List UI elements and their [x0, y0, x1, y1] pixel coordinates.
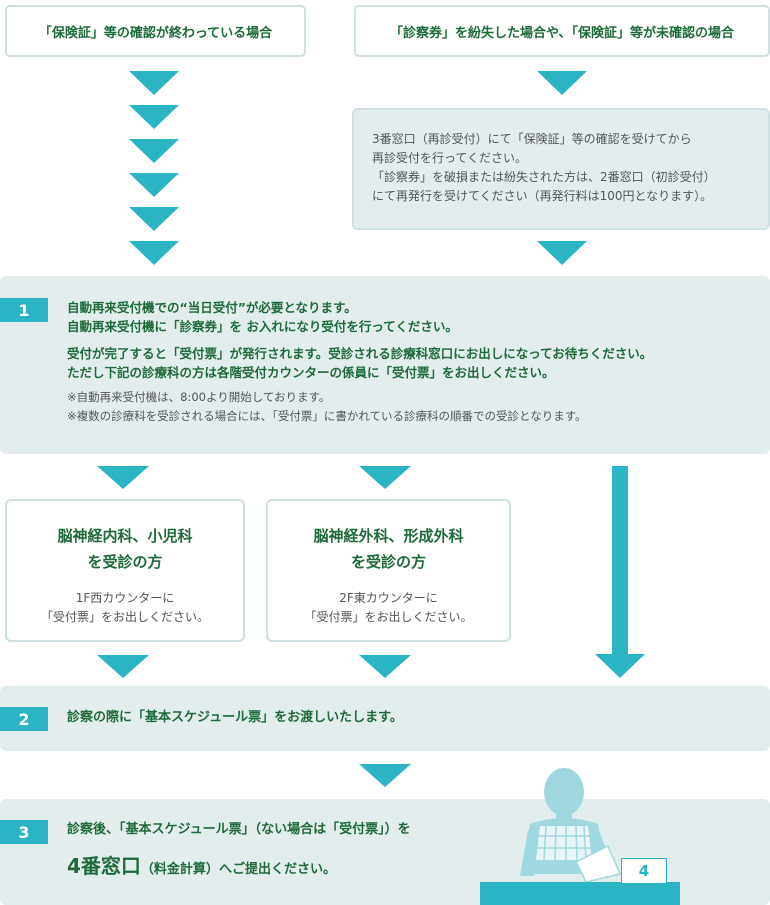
- step1-line: 自動再来受付機での“当日受付”が必要となります。: [67, 300, 357, 315]
- step1-note: ※複数の診療科を受診される場合には、「受付票」に書かれている診療科の順番での受診…: [67, 409, 587, 423]
- dept-right-title: 脳神経外科、形成外科: [313, 527, 464, 545]
- arrow-down-icon: [129, 207, 179, 231]
- dept-box-left: 脳神経内科、小児科 を受診の方 1F西カウンターに 「受付票」をお出しください。: [5, 499, 245, 642]
- counter-number: 4: [638, 862, 650, 880]
- arrow-down-icon: [129, 71, 179, 95]
- dept-left-sub: 1F西カウンターに: [75, 591, 175, 605]
- dept-right-title-2: を受診の方: [350, 553, 426, 571]
- receptionist-illustration: [480, 768, 680, 905]
- reissue-info-box: 3番窓口（再診受付）にて「保険証」等の確認を受けてから 再診受付を行ってください…: [352, 108, 770, 230]
- dept-right-sub: 2F東カウンターに: [339, 591, 438, 605]
- arrow-down-icon: [129, 173, 179, 197]
- dept-right-sub-2: 「受付票」をお出しください。: [304, 610, 473, 624]
- dept-box-right: 脳神経外科、形成外科 を受診の方 2F東カウンターに 「受付票」をお出しください…: [266, 499, 511, 642]
- reissue-line: 「診察券」を破損または紛失された方は、2番窓口（初診受付）: [372, 170, 716, 184]
- dept-left-sub-2: 「受付票」をお出しください。: [40, 610, 209, 624]
- condition-confirmed-box: 「保険証」等の確認が終わっている場合: [5, 5, 306, 57]
- step1-line: 受付が完了すると「受付票」が発行されます。受診される診療科窓口にお出しになってお…: [67, 346, 653, 361]
- arrow-down-icon: [129, 105, 179, 129]
- reissue-line: 3番窓口（再診受付）にて「保険証」等の確認を受けてから: [372, 132, 692, 146]
- step2-number: 2: [0, 707, 48, 731]
- step1-note: ※自動再来受付機は、8:00より開始しております。: [67, 390, 331, 404]
- arrow-down-icon: [537, 241, 587, 265]
- arrow-down-icon: [129, 241, 179, 265]
- reissue-line: 再診受付を行ってください。: [372, 151, 528, 165]
- arrow-down-icon: [359, 655, 411, 678]
- step1-line: 自動再来受付機に「診察券」を お入れになり受付を行ってください。: [67, 319, 458, 334]
- arrow-down-icon: [97, 466, 149, 489]
- arrow-down-icon: [359, 764, 411, 787]
- arrow-down-icon: [595, 654, 645, 678]
- condition-lost-box: 「診察券」を紛失した場合や、「保険証」等が未確認の場合: [354, 5, 770, 57]
- step2-text: 診察の際に「基本スケジュール票」をお渡しいたします。: [67, 710, 403, 725]
- arrow-down-icon: [537, 71, 587, 95]
- step1-number: 1: [0, 298, 48, 322]
- step3-window: 4番窓口: [67, 854, 141, 878]
- arrow-down-icon: [97, 655, 149, 678]
- dept-left-title: 脳神経内科、小児科: [57, 527, 193, 545]
- step2-panel: 2 診察の際に「基本スケジュール票」をお渡しいたします。: [0, 686, 770, 751]
- condition-lost-text: 「診察券」を紛失した場合や、「保険証」等が未確認の場合: [389, 25, 735, 41]
- step1-line: ただし下記の診療科の方は各階受付カウンターの係員に「受付票」をお出しください。: [67, 365, 555, 380]
- counter-number-sign: 4: [621, 858, 667, 884]
- dept-left-title-2: を受診の方: [87, 553, 163, 571]
- step1-panel: 1 自動再来受付機での“当日受付”が必要となります。 自動再来受付機に「診察券」…: [0, 276, 770, 454]
- arrow-down-icon: [129, 139, 179, 163]
- step3-panel: 3 診察後、「基本スケジュール票」（ない場合は「受付票」）を 4番窓口（料金計算…: [0, 768, 770, 905]
- step3-number: 3: [0, 820, 48, 844]
- step3-line1: 診察後、「基本スケジュール票」（ない場合は「受付票」）を: [67, 822, 411, 837]
- long-arrow-shaft: [612, 466, 628, 656]
- arrow-down-icon: [359, 466, 411, 489]
- step3-window-sub: （料金計算）: [140, 862, 219, 877]
- condition-confirmed-text: 「保険証」等の確認が終わっている場合: [38, 25, 273, 41]
- step3-line2: へご提出ください。: [218, 862, 336, 877]
- reissue-line: にて再発行を受けてください（再発行料は100円となります）。: [372, 189, 713, 203]
